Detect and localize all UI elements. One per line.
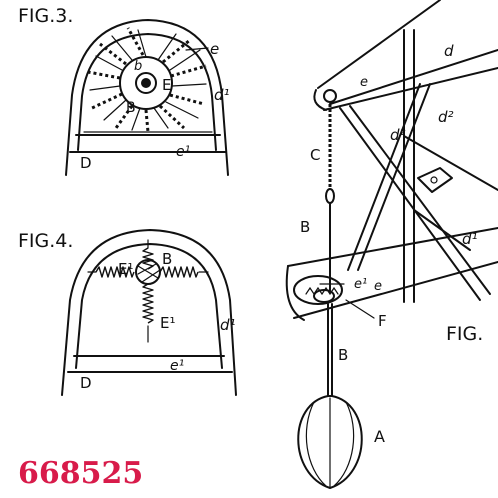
fig3-label-E: E	[162, 76, 171, 94]
fig3-label-b: b	[134, 59, 142, 74]
fig4-label-D: D	[80, 374, 92, 392]
main-label-e1: e¹	[354, 277, 367, 292]
fig4-title: FIG.4.	[18, 230, 73, 252]
fig4-label-E1-top: E¹	[118, 260, 134, 278]
main-label-B-lower: B	[338, 346, 348, 364]
fig3-label-e: e	[210, 40, 219, 58]
fig4-label-E1-bottom: E¹	[160, 314, 176, 332]
figure-3: FIG.3. e b E d¹ B e¹ D	[18, 5, 230, 176]
fig3-label-B: B	[126, 100, 136, 116]
patent-number: 668525	[18, 456, 144, 491]
main-label-d1: d¹	[462, 230, 478, 248]
fig3-label-d1: d¹	[214, 86, 230, 104]
fig4-label-B: B	[162, 250, 172, 268]
main-label-C: C	[310, 146, 320, 164]
main-fig-title: FIG.	[446, 323, 483, 345]
fig3-title: FIG.3.	[18, 5, 73, 27]
fig4-label-d1: d¹	[220, 316, 236, 334]
main-label-d: d	[444, 42, 454, 60]
figure-4: FIG.4. E¹ B d¹ E¹ e¹ D	[18, 229, 237, 396]
main-label-d2-a: d²	[438, 108, 454, 126]
fig3-label-e1: e¹	[176, 144, 190, 160]
fig3-label-D: D	[80, 154, 92, 172]
main-label-F: F	[378, 312, 387, 330]
main-label-B-upper: B	[300, 218, 310, 236]
main-label-e-lower: e	[374, 279, 382, 294]
main-label-d2-b: d²	[390, 126, 406, 144]
main-label-A: A	[374, 427, 385, 446]
fig4-label-e1: e¹	[170, 358, 184, 374]
figure-main: d e d² d² C B d¹ e¹ e F FIG. B A	[285, 0, 498, 489]
main-label-e: e	[360, 75, 368, 90]
